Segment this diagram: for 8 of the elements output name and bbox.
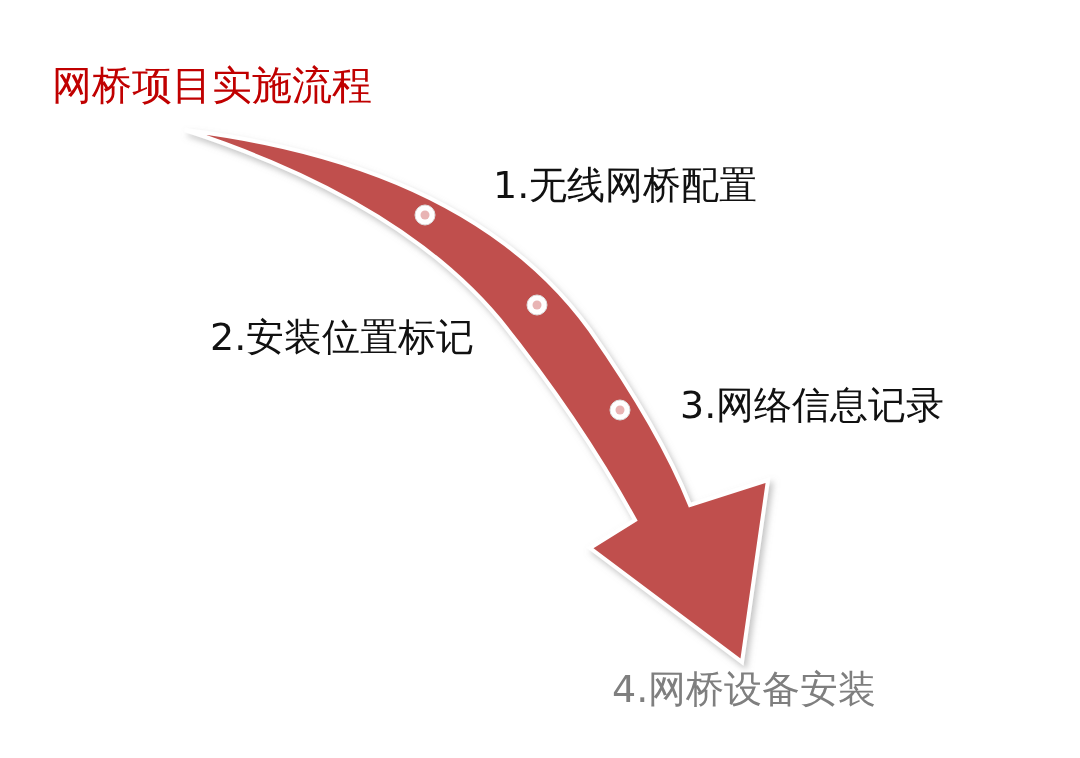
title: 网桥项目实施流程	[52, 61, 372, 110]
step-dot	[414, 204, 436, 226]
step-label: 4.网桥设备安装	[612, 664, 877, 715]
step-label: 3.网络信息记录	[680, 382, 945, 429]
step-label: 1.无线网桥配置	[493, 162, 758, 209]
step-dot	[609, 399, 631, 421]
step-label: 2.安装位置标记	[210, 314, 475, 361]
step-dot	[526, 294, 548, 316]
